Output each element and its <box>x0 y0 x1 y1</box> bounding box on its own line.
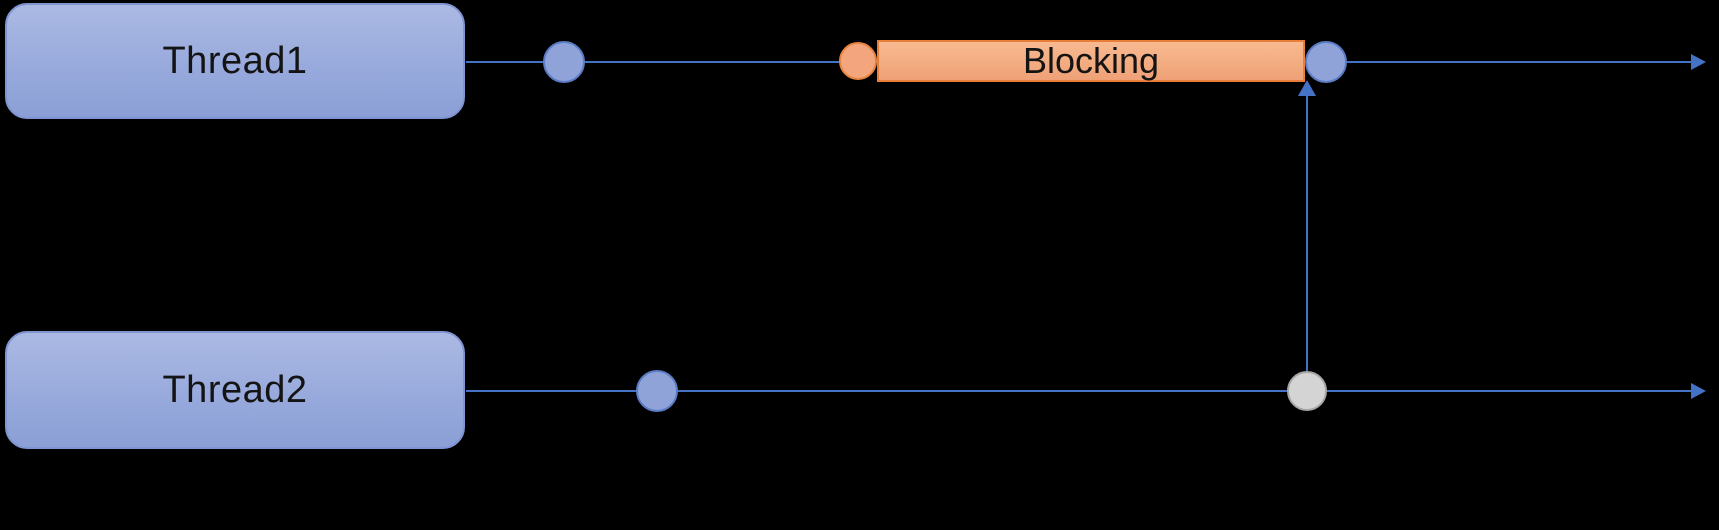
thread2-timeline <box>466 390 1692 392</box>
thread2-signal-circle <box>1287 371 1327 411</box>
thread1-label: Thread1 <box>162 39 308 82</box>
thread2-event-circle-1 <box>636 370 678 412</box>
thread2-label: Thread2 <box>162 368 308 411</box>
signal-arrowhead-up-icon <box>1298 80 1316 96</box>
thread2-box: Thread2 <box>5 331 465 449</box>
blocking-bar: Blocking <box>877 40 1305 82</box>
thread1-timeline-arrowhead-icon <box>1691 54 1706 70</box>
thread2-timeline-arrowhead-icon <box>1691 383 1706 399</box>
signal-arrow-line <box>1306 95 1308 371</box>
blocking-bar-label: Blocking <box>1022 40 1160 81</box>
thread1-blocking-start-circle <box>839 42 877 80</box>
thread1-blocking-end-circle <box>1305 41 1347 83</box>
thread1-box: Thread1 <box>5 3 465 119</box>
thread1-event-circle-1 <box>543 41 585 83</box>
